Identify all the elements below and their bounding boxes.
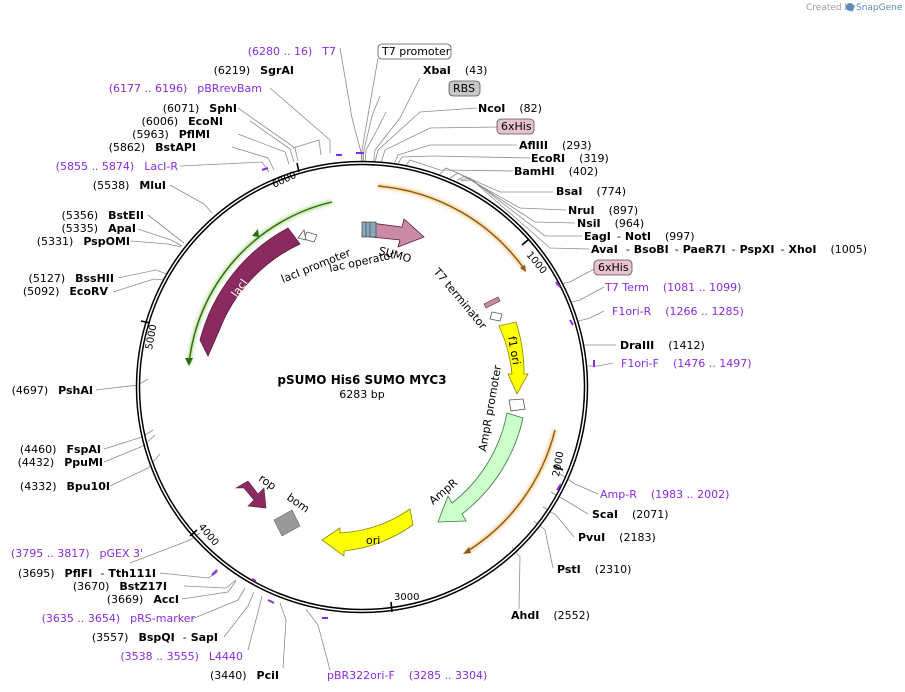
f1-ori-arrow — [498, 321, 529, 395]
feature-t7-terminator: T7 terminator — [430, 265, 503, 332]
primer-pgex3: (3795 .. 3817)pGEX 3' — [11, 547, 143, 560]
site-bamhi: BamHI(402) — [514, 165, 598, 178]
rop-arrow — [234, 480, 267, 509]
ruler-ticks — [140, 162, 564, 613]
primer-t7-term: T7 Term(1081 .. 1099) — [604, 281, 741, 294]
site-pvui: PvuI(2183) — [578, 531, 656, 544]
site-scai: ScaI(2071) — [592, 508, 669, 521]
feature-ori: ori — [321, 508, 414, 557]
site-aflIII: AflIII(293) — [519, 139, 592, 152]
primer-laci-r: (5855 .. 5874)LacI-R — [56, 160, 179, 173]
primer-pbrrevbam: (6177 .. 6196)pBRrevBam — [109, 82, 262, 95]
backbone — [135, 160, 589, 614]
site-sphi: (6071)SphI — [163, 102, 237, 115]
site-bstz17i: (3670)BstZ17I — [73, 580, 167, 593]
laci-promoter-arrow — [303, 231, 318, 243]
plasmid-name: pSUMO His6 SUMO MYC3 — [277, 373, 446, 387]
backbone-inner-gap — [137, 162, 587, 612]
ampr-arrow — [437, 412, 524, 523]
site-pcii: (3440)PciI — [210, 669, 279, 682]
site-econi: (6006)EcoNI — [142, 115, 223, 128]
site-pshai: (4697)PshAI — [12, 384, 93, 397]
feature-ampr: AmpR promoter AmpR — [427, 364, 524, 523]
site-bspqi-sapi: (3557)BspQI-SapI — [92, 631, 218, 644]
feature-rop-bom: rop bom — [234, 472, 312, 537]
laci-arrow — [199, 227, 301, 357]
bom-box — [273, 509, 301, 537]
site-pspomi: (5331)PspOMI — [37, 235, 130, 248]
rbs-label: RBS — [453, 82, 475, 95]
primer-f1ori-r: F1ori-R(1266 .. 1285) — [612, 305, 744, 318]
site-pflfi-tth111i: (3695)PflFI-Tth111I — [18, 567, 156, 580]
site-ncoi: NcoI(82) — [478, 102, 542, 115]
site-bstapi: (5862)BstAPI — [109, 141, 196, 154]
site-bsai: BsaI(774) — [556, 185, 626, 198]
tick-label-2000: 2000 — [551, 451, 566, 478]
credit-brand: SnapGene — [856, 3, 903, 13]
left-site-labels: (6219)SgrAI (6071)SphI (6006)EcoNI (5963… — [12, 64, 294, 682]
rop-label: rop — [256, 472, 278, 493]
site-bsteii: (5356)BstEII — [62, 209, 144, 222]
feature-laci: lacI lacI promoter — [199, 227, 353, 357]
f1-ori-label: f1 ori — [505, 335, 523, 366]
lac-operator-box — [361, 221, 377, 238]
site-ecorv: (5092)EcoRV — [23, 285, 109, 298]
snapgene-logo-icon — [846, 3, 854, 11]
primer-f1ori-f: F1ori-F(1476 .. 1497) — [621, 357, 752, 370]
plasmid-size: 6283 bp — [339, 388, 384, 401]
primer-marks — [211, 152, 595, 619]
primer-amp-r: Amp-R(1983 .. 2002) — [600, 488, 729, 501]
primer-labels: (6280 .. 16)T7 (6177 .. 6196)pBRrevBam (… — [11, 45, 752, 682]
site-sgrai: (6219)SgrAI — [214, 64, 294, 77]
t7-terminator-shape — [483, 296, 501, 309]
ori-arrow — [321, 508, 414, 557]
boxed-labels: T7 promoter RBS 6xHis 6xHis — [377, 43, 633, 276]
snapgene-credit: Created by SnapGene — [806, 3, 903, 13]
site-ppumi: (4432)PpuMI — [18, 456, 103, 469]
site-bpu10i: (4332)Bpu10I — [20, 480, 110, 493]
site-apai: (5335)ApaI — [62, 222, 136, 235]
right-site-labels: XbaI(43) NcoI(82) AflIII(293) EcoRI(319)… — [423, 64, 867, 622]
site-pflmi: (5963)PflMI — [132, 128, 210, 141]
site-ahdi: AhdI(2552) — [511, 609, 590, 622]
site-fspai: (4460)FspAI — [20, 443, 101, 456]
site-psti: PstI(2310) — [557, 563, 631, 576]
primer-l4440: (3538 .. 3555)L4440 — [120, 650, 243, 663]
site-nrui: NruI(897) — [568, 204, 638, 217]
site-bsshii: (5127)BssHII — [29, 272, 114, 285]
tick-label-5000: 5000 — [144, 324, 159, 351]
tick-label-3000: 3000 — [394, 592, 419, 603]
site-xbai: XbaI(43) — [423, 64, 487, 77]
primer-pbr322ori-f: pBR322ori-F(3285 .. 3304) — [327, 669, 487, 682]
site-draIII: DraIII(1412) — [620, 339, 705, 352]
site-mlui: (5538)MluI — [93, 179, 166, 192]
t7-promoter-label: T7 promoter — [381, 45, 451, 58]
primer-t7: (6280 .. 16)T7 — [248, 45, 336, 58]
site-xhoi-group: AvaI-BsoBI-PaeR7I-PspXI-XhoI(1005) — [591, 243, 867, 256]
orange-arcs — [377, 184, 557, 554]
green-arcs — [185, 200, 333, 366]
feature-f1-ori: f1 ori — [498, 321, 529, 412]
site-ecori: EcoRI(319) — [531, 152, 609, 165]
his-tag-right-label: 6xHis — [598, 261, 629, 274]
feature-sumo: SUMO lac operator — [328, 218, 425, 275]
his-tag-top-label: 6xHis — [501, 120, 532, 133]
credit-prefix: Created by — [806, 3, 856, 13]
site-eagi-noti: EagI-NotI(997) — [584, 230, 695, 243]
tick-label-4000: 4000 — [196, 522, 221, 549]
tick-label-6000: 6000 — [271, 170, 299, 191]
site-acci: (3669)AccI — [107, 593, 179, 606]
site-nsii: NsiI(964) — [577, 217, 644, 230]
t7-terminator-label: T7 terminator — [430, 265, 490, 332]
ori-label: ori — [366, 534, 380, 547]
primer-prs-marker: (3635 .. 3654)pRS-marker — [42, 612, 196, 625]
